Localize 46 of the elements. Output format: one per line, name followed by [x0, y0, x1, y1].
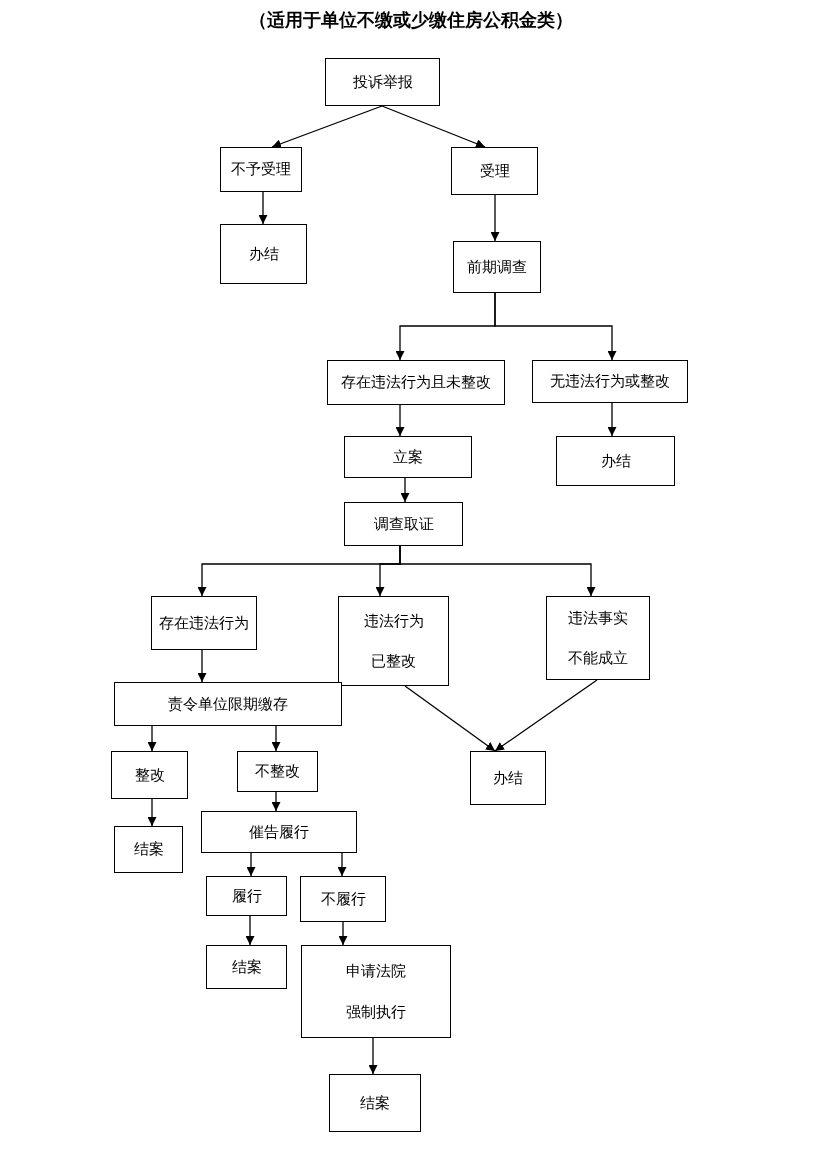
- process-box: 不履行: [300, 876, 386, 922]
- arrow: [490, 194, 500, 242]
- arrow: [338, 921, 348, 946]
- arrow: [271, 725, 281, 752]
- arrow: [197, 649, 207, 683]
- arrow: [607, 402, 617, 437]
- arrow: [245, 915, 255, 946]
- arrow: [337, 852, 347, 877]
- arrow: [494, 679, 598, 752]
- process-box: 履行: [206, 876, 287, 916]
- process-box: 结案: [206, 945, 287, 989]
- process-box: 存在违法行为: [151, 596, 257, 650]
- arrow: [147, 798, 157, 827]
- process-box: 办结: [470, 751, 546, 805]
- arrow: [381, 105, 486, 148]
- process-box: 不整改: [237, 751, 318, 792]
- process-box: 投诉举报: [325, 58, 440, 106]
- process-box: 无违法行为或整改: [532, 360, 688, 403]
- process-box: 责令单位限期缴存: [114, 682, 342, 726]
- arrow: [246, 852, 256, 877]
- process-box: 催告履行: [201, 811, 357, 853]
- process-box: 办结: [220, 224, 307, 284]
- arrow: [271, 791, 281, 812]
- arrow: [368, 1037, 378, 1075]
- process-box: 违法行为已整改: [338, 596, 449, 686]
- process-box: 存在违法行为且未整改: [327, 360, 505, 405]
- arrow: [258, 191, 268, 225]
- arrow: [400, 477, 410, 503]
- arrow: [494, 292, 617, 361]
- process-box: 不予受理: [220, 147, 302, 192]
- title: （适用于单位不缴或少缴住房公积金类）: [247, 8, 574, 32]
- arrow: [271, 105, 383, 149]
- process-box: 违法事实不能成立: [546, 596, 650, 680]
- arrow: [395, 404, 405, 437]
- process-box: 结案: [329, 1074, 421, 1132]
- arrow: [404, 685, 496, 752]
- process-box: 调查取证: [344, 502, 463, 546]
- process-box: 办结: [556, 436, 675, 486]
- process-box: 前期调查: [453, 241, 541, 293]
- arrow: [147, 725, 157, 752]
- process-box: 整改: [111, 751, 188, 799]
- arrow: [399, 545, 596, 597]
- process-box: 立案: [344, 436, 472, 478]
- process-box: 申请法院强制执行: [301, 945, 451, 1038]
- process-box: 受理: [451, 147, 538, 195]
- process-box: 结案: [114, 826, 183, 873]
